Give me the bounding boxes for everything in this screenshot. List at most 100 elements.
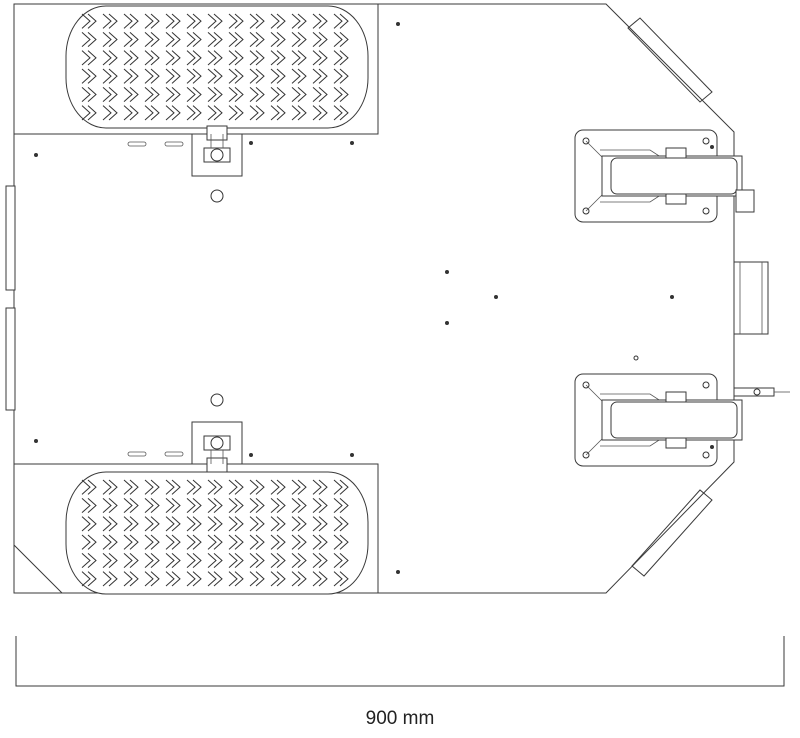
tread-chevron	[270, 534, 286, 550]
tread-chevron	[144, 516, 160, 532]
tread-chevron	[228, 13, 244, 29]
front-top-bumper	[627, 17, 713, 103]
tread-chevron	[81, 534, 97, 550]
tread-chevron	[207, 50, 223, 66]
tread-chevron	[291, 13, 307, 29]
tread-chevron	[81, 13, 97, 29]
tread-chevron	[165, 105, 181, 121]
tread-chevron	[312, 13, 328, 29]
tread-chevron	[333, 13, 349, 29]
tread-chevron	[123, 534, 139, 550]
tread-chevron	[102, 86, 118, 103]
tread-chevron	[291, 31, 307, 48]
tread-chevron	[291, 105, 307, 121]
tread-chevron	[144, 86, 160, 103]
tread-chevron	[270, 86, 286, 103]
tread-chevron	[81, 571, 97, 587]
tread-chevron	[81, 31, 97, 48]
top-axle-mount	[191, 125, 243, 177]
tread-chevron	[312, 50, 328, 66]
tread-chevron	[270, 571, 286, 587]
tread-chevron	[333, 497, 349, 514]
tread-chevron	[207, 31, 223, 48]
tread-chevron	[123, 516, 139, 532]
tread-chevron	[186, 31, 202, 48]
tread-chevron	[165, 479, 181, 495]
tread-chevron	[228, 86, 244, 103]
tread-chevron	[270, 497, 286, 514]
tread-chevron	[312, 534, 328, 550]
tread-chevron	[186, 534, 202, 550]
tread-chevron	[123, 86, 139, 103]
tread-chevron	[186, 552, 202, 569]
mounting-holes	[34, 22, 714, 574]
tread-chevron	[165, 552, 181, 569]
tread-chevron	[165, 31, 181, 48]
tread-chevron	[207, 534, 223, 550]
tread-chevron	[144, 571, 160, 587]
slot	[164, 451, 184, 457]
tread-chevron	[165, 68, 181, 84]
tread-chevron	[270, 516, 286, 532]
tread-chevron	[228, 31, 244, 48]
tread-chevron	[81, 479, 97, 495]
tread-chevron	[144, 497, 160, 514]
tread-chevron	[186, 50, 202, 66]
tread-chevron	[291, 497, 307, 514]
slot	[127, 451, 147, 457]
tread-chevron	[207, 86, 223, 103]
tread-chevron	[186, 571, 202, 587]
tread-chevron	[144, 68, 160, 84]
tread-chevron	[270, 105, 286, 121]
tread-chevron	[123, 479, 139, 495]
tread-chevron	[144, 31, 160, 48]
dimension-line	[15, 636, 785, 687]
tread-chevron	[81, 50, 97, 66]
tread-chevron	[228, 534, 244, 550]
left-rail-lower	[5, 307, 16, 411]
front-sensor-module	[733, 261, 769, 335]
tread-chevron	[123, 68, 139, 84]
tread-chevron	[207, 552, 223, 569]
tread-chevron	[144, 479, 160, 495]
tread-chevron	[81, 516, 97, 532]
tread-chevron	[249, 497, 265, 514]
slot	[127, 141, 147, 147]
tread-chevron	[333, 31, 349, 48]
tread-chevron	[123, 105, 139, 121]
bottom-axle-mount	[191, 421, 243, 473]
tread-chevron	[207, 68, 223, 84]
tread-chevron	[144, 50, 160, 66]
tread-chevron	[312, 68, 328, 84]
tread-chevron	[270, 479, 286, 495]
tread-chevron	[102, 50, 118, 66]
tread-chevron	[228, 479, 244, 495]
tread-chevron	[333, 68, 349, 84]
tread-chevron	[144, 105, 160, 121]
tread-chevron	[144, 552, 160, 569]
tread-chevron	[270, 13, 286, 29]
tread-chevron	[102, 479, 118, 495]
tread-chevron	[102, 497, 118, 514]
tread-chevron	[123, 31, 139, 48]
front-bottom-bumper	[631, 489, 713, 577]
tread-chevron	[207, 497, 223, 514]
bottom-caster-wheel	[574, 373, 743, 467]
tread-chevron	[81, 68, 97, 84]
tread-chevron	[102, 68, 118, 84]
tread-chevron	[333, 534, 349, 550]
tread-chevron	[186, 68, 202, 84]
tread-chevron	[144, 534, 160, 550]
tread-chevron	[312, 552, 328, 569]
tread-chevron	[123, 571, 139, 587]
tread-chevron	[249, 31, 265, 48]
tread-chevron	[186, 105, 202, 121]
tread-chevron	[165, 13, 181, 29]
tread-chevron	[333, 516, 349, 532]
tread-chevron	[207, 516, 223, 532]
tread-chevron	[249, 13, 265, 29]
tread-chevron	[102, 105, 118, 121]
tread-chevron	[144, 13, 160, 29]
tread-chevron	[123, 497, 139, 514]
